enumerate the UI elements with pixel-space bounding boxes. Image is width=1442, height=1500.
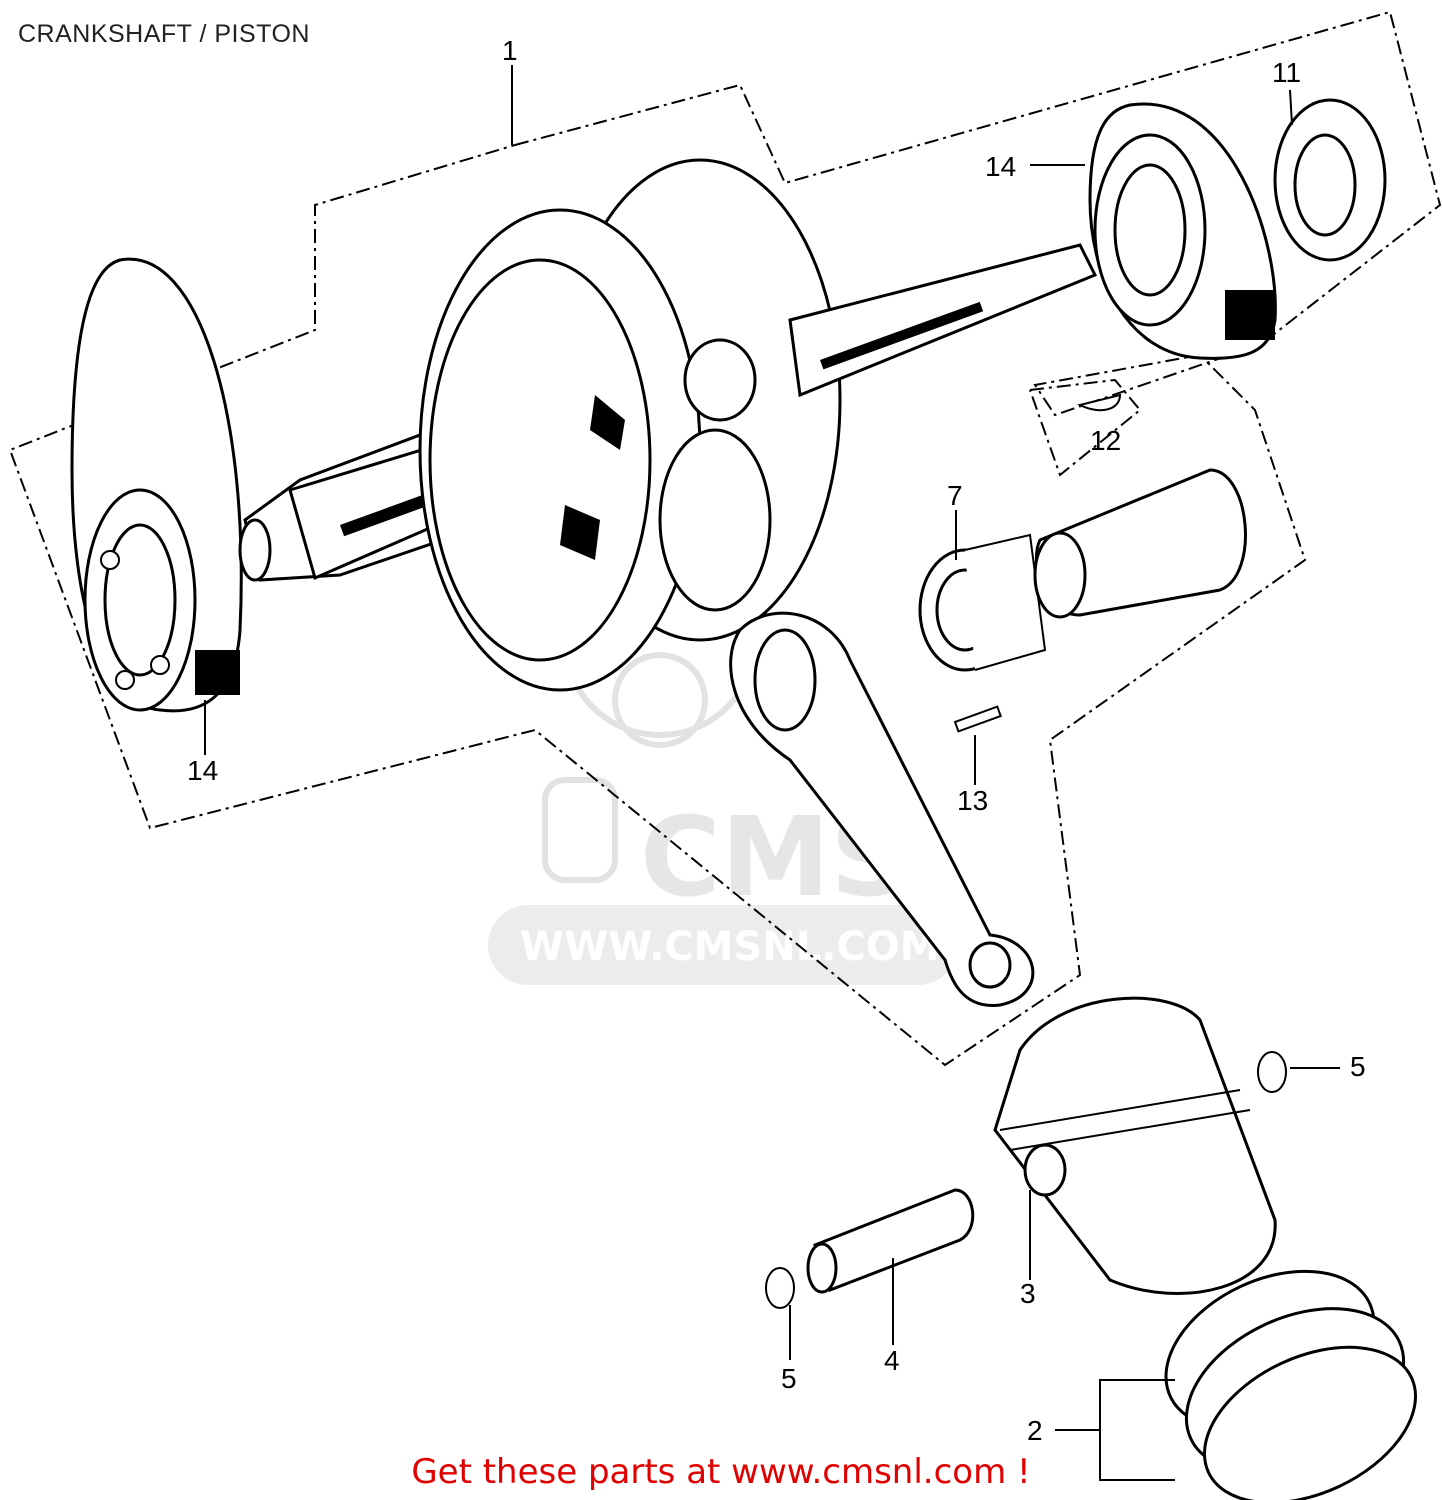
piston-rings — [1164, 1269, 1417, 1500]
callout-11: 11 — [1272, 57, 1301, 88]
callout-7: 7 — [947, 480, 963, 511]
callout-1: 1 — [502, 35, 518, 66]
piston-pin-clip-right — [1257, 1051, 1287, 1093]
callout-2: 2 — [1027, 1415, 1043, 1446]
callout-13: 13 — [957, 785, 988, 816]
woodruff-key — [1077, 393, 1122, 412]
callout-5-right: 5 — [1350, 1051, 1366, 1082]
callout-4: 4 — [884, 1345, 900, 1376]
page-title: CRANKSHAFT / PISTON — [18, 20, 310, 48]
footer-promo-link[interactable]: Get these parts at www.cmsnl.com ! — [411, 1452, 1031, 1492]
crankshaft-group-outline — [8, 10, 1442, 1067]
callout-12: 12 — [1090, 425, 1121, 456]
crank-flywheels — [418, 158, 842, 692]
connecting-rod — [729, 611, 1035, 1007]
piston — [993, 996, 1277, 1295]
piston-pin-clip-left — [765, 1267, 795, 1309]
timing-sprocket — [1273, 98, 1387, 262]
callout-5-left: 5 — [781, 1363, 797, 1394]
pin-group-outline — [1029, 378, 1142, 477]
left-ball-bearing — [70, 257, 243, 713]
watermark: CMS WWW.CMSNL.COM — [488, 542, 958, 985]
callout-14-left: 14 — [187, 755, 218, 786]
needle-bearing — [918, 533, 1047, 672]
watermark-url: WWW.CMSNL.COM — [520, 924, 940, 970]
callout-3: 3 — [1020, 1278, 1036, 1309]
right-shaft — [788, 243, 1098, 398]
crank-pin — [1033, 468, 1247, 619]
piston-pin — [806, 1188, 975, 1294]
leader-lines — [204, 65, 1340, 1481]
callout-14-right: 14 — [985, 151, 1016, 182]
small-pin — [953, 705, 1002, 733]
right-ball-bearing — [1088, 102, 1277, 360]
callout-numbers: 1 11 14 12 7 14 13 5 3 4 5 2 — [187, 35, 1366, 1446]
